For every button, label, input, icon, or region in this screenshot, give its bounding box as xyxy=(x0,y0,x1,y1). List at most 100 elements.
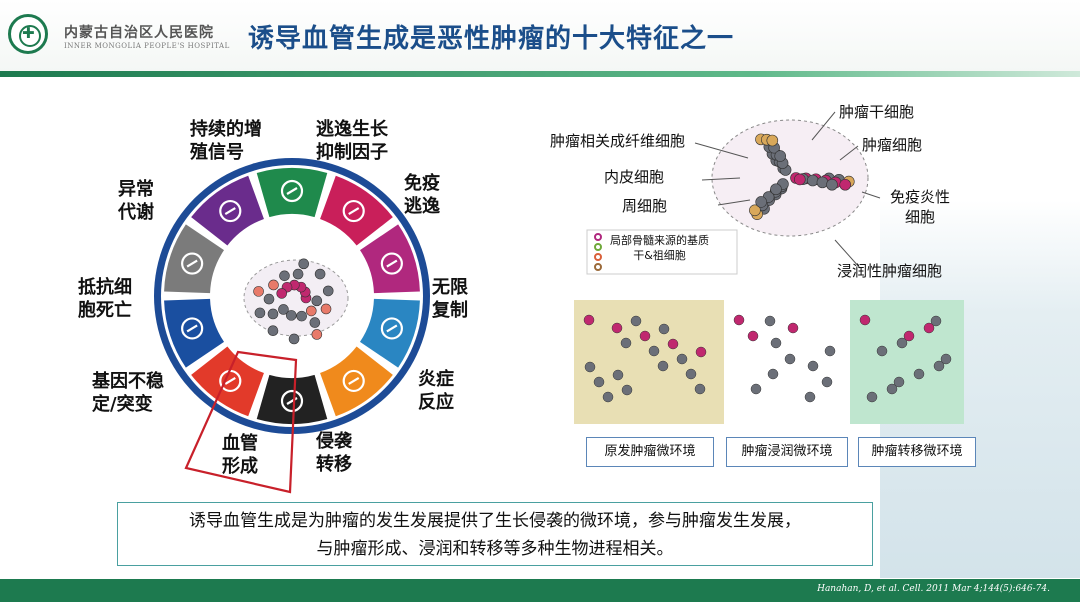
env-cell xyxy=(750,383,762,395)
tumor-cell xyxy=(278,304,289,315)
hallmark-segment xyxy=(191,175,264,246)
hallmark-label-line: 代谢 xyxy=(118,202,154,223)
tumor-cell xyxy=(268,279,279,291)
pacman-cell-icon xyxy=(380,252,403,275)
hallmark-segment xyxy=(256,374,328,424)
tumor-cell xyxy=(305,305,317,317)
hallmark-label: 血管形成 xyxy=(222,432,258,478)
angiogenesis-highlight xyxy=(184,350,298,494)
tumor-cell xyxy=(749,204,761,217)
hospital-name-en: INNER MONGOLIA PEOPLE'S HOSPITAL xyxy=(64,42,230,50)
tumor-cell xyxy=(279,270,290,282)
env-cell xyxy=(764,315,776,327)
env-cell xyxy=(612,369,624,381)
hallmark-label-line: 转移 xyxy=(316,454,352,475)
hallmark-label-line: 炎症 xyxy=(418,369,454,390)
infinity-icon xyxy=(380,317,403,340)
tumor-cell xyxy=(322,285,334,297)
env-cell xyxy=(620,337,632,349)
env-cell xyxy=(658,323,670,335)
env-cell xyxy=(933,360,945,372)
tumor-cell xyxy=(267,325,279,337)
hallmark-segment xyxy=(320,346,393,417)
dna-icon xyxy=(181,317,204,340)
tumor-cell xyxy=(770,183,782,196)
tumor-cell xyxy=(286,310,297,321)
hallmark-label-line: 异常 xyxy=(118,179,154,200)
tumor-cell xyxy=(755,196,767,208)
citation: Hanahan, D, et al. Cell. 2011 Mar 4;144(… xyxy=(817,584,1050,594)
footer-bar xyxy=(0,579,1080,602)
env-label-metastatic: 肿瘤转移微环境 xyxy=(858,437,976,467)
prohibited-icon xyxy=(342,199,365,223)
leader-line xyxy=(694,142,749,159)
hallmark-label: 侵袭转移 xyxy=(316,430,352,476)
hallmark-label-line: 胞死亡 xyxy=(78,300,132,321)
hallmark-label-line: 反应 xyxy=(418,392,454,413)
tumor-cell xyxy=(314,268,326,280)
env-cell xyxy=(896,337,908,349)
label-immune-cell: 免疫炎性 细胞 xyxy=(890,188,951,226)
hallmark-label: 免疫逃逸 xyxy=(404,172,440,218)
tumor-cell xyxy=(766,134,779,147)
tumor-cell xyxy=(309,317,321,328)
tumor-cell xyxy=(320,303,332,315)
hallmark-label-line: 逃逸生长 xyxy=(316,119,388,140)
tumor-cell xyxy=(806,174,819,187)
env-cell xyxy=(767,368,779,380)
hallmark-label-line: 免疫 xyxy=(404,173,440,194)
label-pericyte: 周细胞 xyxy=(622,197,668,215)
hallmark-label-line: 形成 xyxy=(222,456,258,477)
hallmark-label-line: 持续的增 xyxy=(190,119,262,140)
tumor-cell xyxy=(311,329,323,340)
tumor-cell xyxy=(774,150,787,162)
env-cell xyxy=(807,360,819,372)
leader-line xyxy=(834,239,861,269)
hallmark-label: 持续的增殖信号 xyxy=(190,118,262,164)
env-label-invasive: 肿瘤浸润微环境 xyxy=(726,437,848,467)
env-cell xyxy=(923,322,935,334)
tumor-cell xyxy=(793,173,806,186)
env-cell xyxy=(821,376,833,388)
arrow-up-right-icon xyxy=(280,179,304,203)
hallmark-label-line: 复制 xyxy=(432,300,468,321)
tumor-cell xyxy=(288,333,300,345)
env-label-primary: 原发肿瘤微环境 xyxy=(586,437,714,467)
leader-line xyxy=(861,191,881,199)
header-divider xyxy=(0,71,1080,77)
hallmark-label-line: 殖信号 xyxy=(190,142,244,163)
atom-icon xyxy=(219,199,242,223)
label-caf: 肿瘤相关成纤维细胞 xyxy=(550,132,686,150)
hallmark-label: 异常代谢 xyxy=(118,178,154,224)
hallmark-segment xyxy=(359,224,420,294)
tumor-cell xyxy=(292,268,304,280)
slide-title: 诱导血管生成是恶性肿瘤的十大特征之一 xyxy=(248,24,735,54)
env-cell xyxy=(859,314,871,326)
leader-line xyxy=(701,177,741,181)
tumor-cell xyxy=(826,178,838,191)
env-cell xyxy=(876,345,888,357)
env-cell xyxy=(733,314,745,326)
dagger-icon xyxy=(181,252,204,275)
legend-dot xyxy=(594,233,602,241)
env-cell xyxy=(804,391,816,403)
env-cell xyxy=(903,330,915,342)
env-cell xyxy=(940,353,952,365)
label-invasive-cancer-cell: 浸润性肿瘤细胞 xyxy=(837,262,943,280)
env-cell xyxy=(583,314,595,326)
tumor-cell xyxy=(263,293,275,305)
env-cell xyxy=(824,345,836,357)
tumor-cell xyxy=(839,178,852,191)
env-cell xyxy=(602,391,614,403)
tumor-cell xyxy=(816,176,829,189)
flame-icon xyxy=(342,369,365,393)
env-cell xyxy=(584,361,596,373)
env-cell xyxy=(747,330,759,342)
tumor-cell xyxy=(298,258,310,270)
hallmark-label: 无限复制 xyxy=(432,276,468,322)
hallmark-label: 基因不稳定/突变 xyxy=(92,370,164,416)
env-cell xyxy=(694,383,706,395)
env-cell xyxy=(593,376,605,388)
env-cell xyxy=(784,353,796,365)
